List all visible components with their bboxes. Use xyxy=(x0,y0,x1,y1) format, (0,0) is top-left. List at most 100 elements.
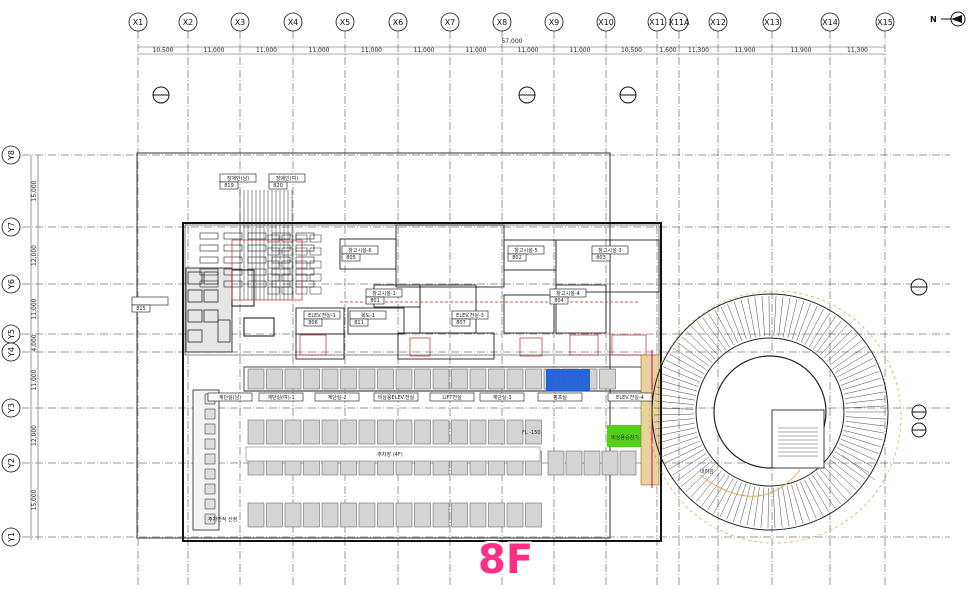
span-x: 11,000 xyxy=(256,47,277,54)
room-number: 806 xyxy=(308,320,318,326)
room-name: 계단실(남) xyxy=(219,394,241,401)
section-marker-icon xyxy=(152,86,928,438)
span-x: 11,300 xyxy=(847,47,868,54)
north-label: N xyxy=(930,15,937,24)
room-tag: 펌프실 xyxy=(537,392,583,402)
parking-label: 주차장 (4F) xyxy=(377,451,402,458)
grid-bubble xyxy=(1,342,21,362)
core-walls xyxy=(295,224,660,360)
room-number: 802 xyxy=(512,255,522,261)
room-number: 803 xyxy=(596,255,606,261)
room-tag: 장애인(남)819 xyxy=(219,173,257,190)
grid-bubble xyxy=(820,12,840,32)
span-x: 11,000 xyxy=(570,47,591,54)
room-name: 펌프실 xyxy=(553,394,567,401)
span-y: 15,000 xyxy=(31,489,38,510)
room-name: LIFT전실 xyxy=(442,394,462,401)
grid-lines-y xyxy=(22,154,950,538)
room-name: 창고시설-1 xyxy=(372,290,395,297)
grid-label-x: X7 xyxy=(445,18,456,27)
grid-label-x: X8 xyxy=(497,18,508,27)
span-x: 11,900 xyxy=(735,47,756,54)
grid-label-x: X1 xyxy=(133,18,144,27)
room-name: ELEV.전실-4 xyxy=(616,394,644,401)
room-tag: 비상용ELEV.전실 xyxy=(373,392,419,402)
grid-bubble xyxy=(1,274,21,294)
grid-label-x: X6 xyxy=(393,18,404,27)
highlight-green-room xyxy=(607,425,643,447)
room-number: 807 xyxy=(456,320,466,326)
bottom-room-labels: 계단실(남) 계단실(여)-1 계단실-2 비상용ELEV.전실 LIFT전실 계단실-3… xyxy=(207,392,653,402)
grid-bubble xyxy=(230,12,250,32)
room-name: 계단실-3 xyxy=(493,394,512,401)
grid-bubble xyxy=(875,12,895,32)
grid-label-x: X3 xyxy=(235,18,246,27)
grid-label-y: Y8 xyxy=(7,150,16,161)
green-room-label: 비상용승강기 xyxy=(611,434,639,441)
grid-label-x: X13 xyxy=(764,18,780,27)
grid-bubble xyxy=(1,398,21,418)
grid-label-x: X11 xyxy=(649,18,665,27)
red-room-outlines xyxy=(231,239,647,357)
grid-lines-x xyxy=(137,31,886,585)
span-x: 11,900 xyxy=(791,47,812,54)
span-x: 11,000 xyxy=(361,47,382,54)
room-tag: LIFT전실 xyxy=(429,392,475,402)
room-name: 창고시설-3 xyxy=(598,247,621,254)
circular-ramp xyxy=(648,290,902,544)
room-name: 장애인(여) xyxy=(276,175,298,182)
room-number: 804 xyxy=(554,298,564,304)
grid-bubble xyxy=(708,12,728,32)
room-name: 창고시설-4 xyxy=(556,290,579,297)
grid-label-x: X12 xyxy=(710,18,726,27)
room-name: 창고시설-5 xyxy=(514,247,537,254)
desk-array xyxy=(199,190,322,300)
span-y: 12,000 xyxy=(31,245,38,266)
room-name: 계단실-2 xyxy=(328,394,347,401)
grid-label-x: X5 xyxy=(340,18,351,27)
grid-bubble xyxy=(647,12,667,32)
room-number: 811 xyxy=(354,320,364,326)
room-number: 815 xyxy=(136,306,146,312)
room-name: 창고시설-6 xyxy=(348,247,371,254)
room-tag: 계단실-2 xyxy=(314,392,360,402)
room-number: 801 xyxy=(370,298,380,304)
grid-bubble xyxy=(283,12,303,32)
grid-label-x: X15 xyxy=(877,18,893,27)
room-name: ELEV.전실-3 xyxy=(456,312,484,319)
span-x: 11,000 xyxy=(309,47,330,54)
span-x: 11,000 xyxy=(414,47,435,54)
grid-label-x: X10 xyxy=(598,18,614,27)
span-x: 11,000 xyxy=(466,47,487,54)
room-tag: 장애인(여)820 xyxy=(268,173,306,190)
span-y: 11,000 xyxy=(31,298,38,319)
grid-label-x: X9 xyxy=(549,18,560,27)
ramp-label: 내려감 xyxy=(700,468,714,475)
level-label: FL -150 xyxy=(522,430,541,436)
room-number: 820 xyxy=(273,183,283,189)
grid-bubble xyxy=(178,12,198,32)
grid-label-x: X2 xyxy=(183,18,194,27)
parking-column xyxy=(204,393,216,525)
grid-label-x: X4 xyxy=(288,18,299,27)
span-x: 11,000 xyxy=(204,47,225,54)
span-y: 4,000 xyxy=(31,334,38,351)
room-name: 장애인(남) xyxy=(227,175,249,182)
grid-label-y: Y4 xyxy=(7,347,16,358)
span-x: 1,600 xyxy=(659,47,676,54)
span-y: 11,000 xyxy=(31,369,38,390)
room-name: 계단실(여)-1 xyxy=(267,394,294,401)
highlight-blue-room xyxy=(546,369,590,391)
span-y: 15,000 xyxy=(31,180,38,201)
grid-bubble xyxy=(335,12,355,32)
grid-label-y: Y6 xyxy=(7,279,16,290)
grid-bubble xyxy=(492,12,512,32)
room-tag: 815 xyxy=(131,296,169,313)
